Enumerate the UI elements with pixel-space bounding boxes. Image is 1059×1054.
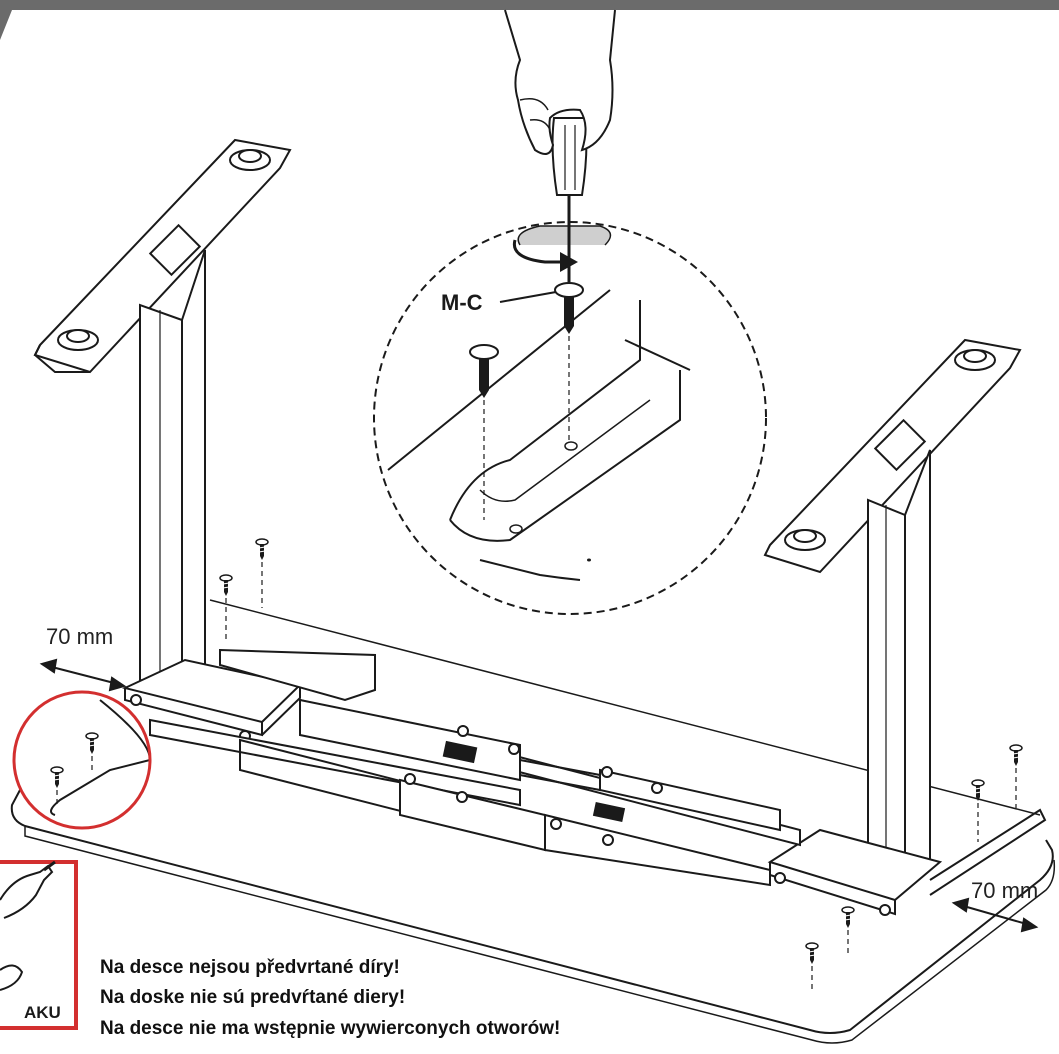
note-cs: Na desce nejsou předvrtané díry!: [100, 957, 400, 978]
note-sk: Na doske nie sú predvŕtané diery!: [100, 987, 405, 1008]
screw-callout-label: M-C: [441, 290, 483, 315]
dimension-right: [951, 897, 1039, 933]
header-bar: [0, 0, 1059, 10]
highlight-circle: [12, 690, 152, 830]
tool-badge: AKU: [0, 860, 78, 1030]
dimension-left: [39, 658, 127, 692]
dimension-left-label: 70 mm: [46, 624, 113, 649]
tool-badge-label: AKU: [24, 1003, 61, 1022]
right-leg: [763, 338, 1022, 916]
note-pl: Na desce nie ma wstępnie wywierconych ot…: [100, 1018, 560, 1039]
frame-rails: [50, 648, 1047, 896]
drill-icon: [0, 860, 56, 991]
left-leg: [33, 138, 303, 742]
screw-icon: [469, 344, 499, 520]
dimension-right-label: 70 mm: [971, 878, 1038, 903]
screw-icon: [554, 282, 584, 440]
hand-icon: [504, 9, 616, 155]
